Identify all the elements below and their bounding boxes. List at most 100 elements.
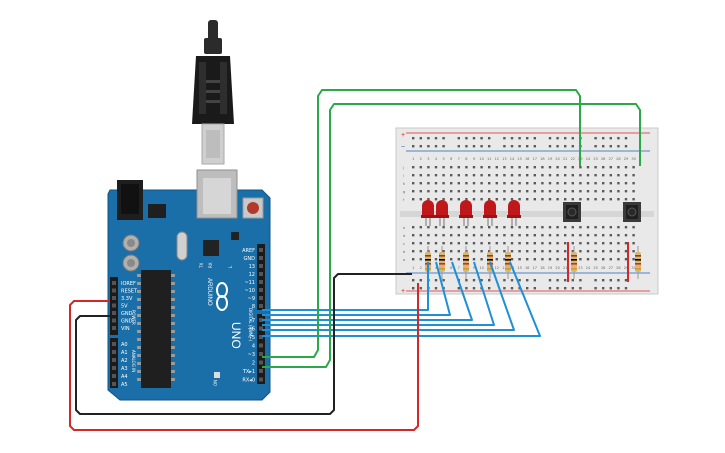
breadboard-hole[interactable]	[465, 190, 468, 193]
breadboard-hole[interactable]	[480, 242, 483, 245]
breadboard-hole[interactable]	[465, 234, 468, 237]
breadboard-hole[interactable]	[526, 190, 529, 193]
breadboard-hole[interactable]	[412, 145, 415, 148]
breadboard-hole[interactable]	[510, 226, 514, 229]
breadboard-hole[interactable]	[412, 226, 415, 229]
digital-pin[interactable]	[259, 288, 263, 292]
breadboard-hole[interactable]	[419, 287, 422, 290]
breadboard-hole[interactable]	[518, 145, 521, 148]
breadboard-hole[interactable]	[564, 145, 567, 148]
breadboard-hole[interactable]	[510, 279, 514, 282]
breadboard-hole[interactable]	[594, 137, 597, 140]
breadboard-hole[interactable]	[609, 174, 612, 177]
digital-pin[interactable]	[259, 343, 263, 348]
breadboard-hole[interactable]	[480, 198, 483, 201]
breadboard-hole[interactable]	[609, 166, 612, 169]
breadboard-hole[interactable]	[480, 279, 483, 282]
breadboard-hole[interactable]	[526, 137, 529, 140]
breadboard-hole[interactable]	[556, 166, 559, 169]
pushbutton[interactable]	[623, 202, 641, 222]
breadboard-hole[interactable]	[419, 145, 422, 148]
breadboard-hole[interactable]	[609, 250, 612, 253]
red-led[interactable]	[435, 200, 449, 226]
breadboard-hole[interactable]	[564, 279, 567, 282]
breadboard-hole[interactable]	[586, 242, 590, 245]
breadboard-hole[interactable]	[609, 234, 612, 237]
breadboard-hole[interactable]	[419, 279, 422, 282]
power-pin[interactable]	[112, 288, 116, 293]
breadboard-hole[interactable]	[480, 174, 483, 177]
breadboard-hole[interactable]	[602, 137, 605, 140]
breadboard-hole[interactable]	[457, 234, 460, 237]
digital-pin[interactable]	[259, 296, 263, 300]
breadboard-hole[interactable]	[503, 166, 506, 169]
breadboard-hole[interactable]	[571, 226, 574, 229]
breadboard-hole[interactable]	[450, 182, 453, 185]
breadboard-hole[interactable]	[488, 234, 491, 237]
breadboard-hole[interactable]	[602, 250, 605, 253]
breadboard-hole[interactable]	[427, 226, 430, 229]
breadboard-hole[interactable]	[624, 145, 628, 148]
digital-pin[interactable]	[259, 264, 263, 268]
breadboard-hole[interactable]	[548, 279, 552, 282]
breadboard-hole[interactable]	[427, 137, 430, 140]
analog-pin[interactable]	[112, 358, 116, 362]
breadboard-hole[interactable]	[602, 258, 605, 261]
breadboard-hole[interactable]	[518, 258, 521, 261]
digital-pin[interactable]	[259, 318, 263, 322]
breadboard-hole[interactable]	[632, 234, 635, 237]
breadboard-hole[interactable]	[624, 166, 628, 169]
breadboard-hole[interactable]	[564, 198, 567, 201]
digital-pin[interactable]	[259, 335, 263, 339]
breadboard-hole[interactable]	[412, 250, 415, 253]
breadboard-hole[interactable]	[548, 198, 552, 201]
breadboard-hole[interactable]	[548, 137, 552, 140]
digital-pin[interactable]	[259, 256, 263, 260]
breadboard-hole[interactable]	[571, 279, 574, 282]
breadboard-hole[interactable]	[609, 258, 612, 261]
breadboard-hole[interactable]	[510, 242, 514, 245]
breadboard-hole[interactable]	[503, 182, 506, 185]
breadboard-hole[interactable]	[609, 145, 612, 148]
breadboard-hole[interactable]	[526, 174, 529, 177]
breadboard-hole[interactable]	[548, 250, 552, 253]
breadboard-hole[interactable]	[480, 258, 483, 261]
breadboard-hole[interactable]	[541, 242, 544, 245]
breadboard-hole[interactable]	[602, 174, 605, 177]
breadboard-hole[interactable]	[579, 166, 582, 169]
breadboard-hole[interactable]	[503, 137, 506, 140]
breadboard-hole[interactable]	[533, 137, 536, 140]
breadboard-hole[interactable]	[419, 234, 422, 237]
breadboard-hole[interactable]	[594, 258, 597, 261]
breadboard-hole[interactable]	[488, 190, 491, 193]
breadboard-hole[interactable]	[518, 226, 521, 229]
breadboard-hole[interactable]	[457, 145, 460, 148]
breadboard-hole[interactable]	[427, 145, 430, 148]
breadboard-hole[interactable]	[624, 258, 628, 261]
digital-pin[interactable]	[259, 369, 263, 373]
breadboard-hole[interactable]	[541, 226, 544, 229]
analog-pin[interactable]	[112, 374, 116, 378]
breadboard-hole[interactable]	[518, 250, 521, 253]
breadboard-hole[interactable]	[548, 174, 552, 177]
breadboard-hole[interactable]	[442, 234, 445, 237]
breadboard-hole[interactable]	[465, 226, 468, 229]
breadboard-hole[interactable]	[450, 258, 453, 261]
breadboard-hole[interactable]	[586, 226, 590, 229]
breadboard-hole[interactable]	[450, 166, 453, 169]
analog-pin[interactable]	[112, 366, 116, 370]
breadboard-hole[interactable]	[427, 234, 430, 237]
breadboard-hole[interactable]	[556, 258, 559, 261]
arduino-uno-board[interactable]: TX RX L ON ARDUINO UNO DIGITAL (PWM~) PO…	[107, 169, 271, 401]
breadboard-hole[interactable]	[518, 182, 521, 185]
breadboard-hole[interactable]	[556, 287, 559, 290]
breadboard-hole[interactable]	[548, 226, 552, 229]
digital-pin[interactable]	[259, 304, 263, 308]
breadboard-hole[interactable]	[412, 174, 415, 177]
breadboard-hole[interactable]	[503, 258, 506, 261]
breadboard-hole[interactable]	[488, 166, 491, 169]
breadboard-hole[interactable]	[518, 190, 521, 193]
breadboard-hole[interactable]	[434, 174, 438, 177]
breadboard-hole[interactable]	[586, 190, 590, 193]
